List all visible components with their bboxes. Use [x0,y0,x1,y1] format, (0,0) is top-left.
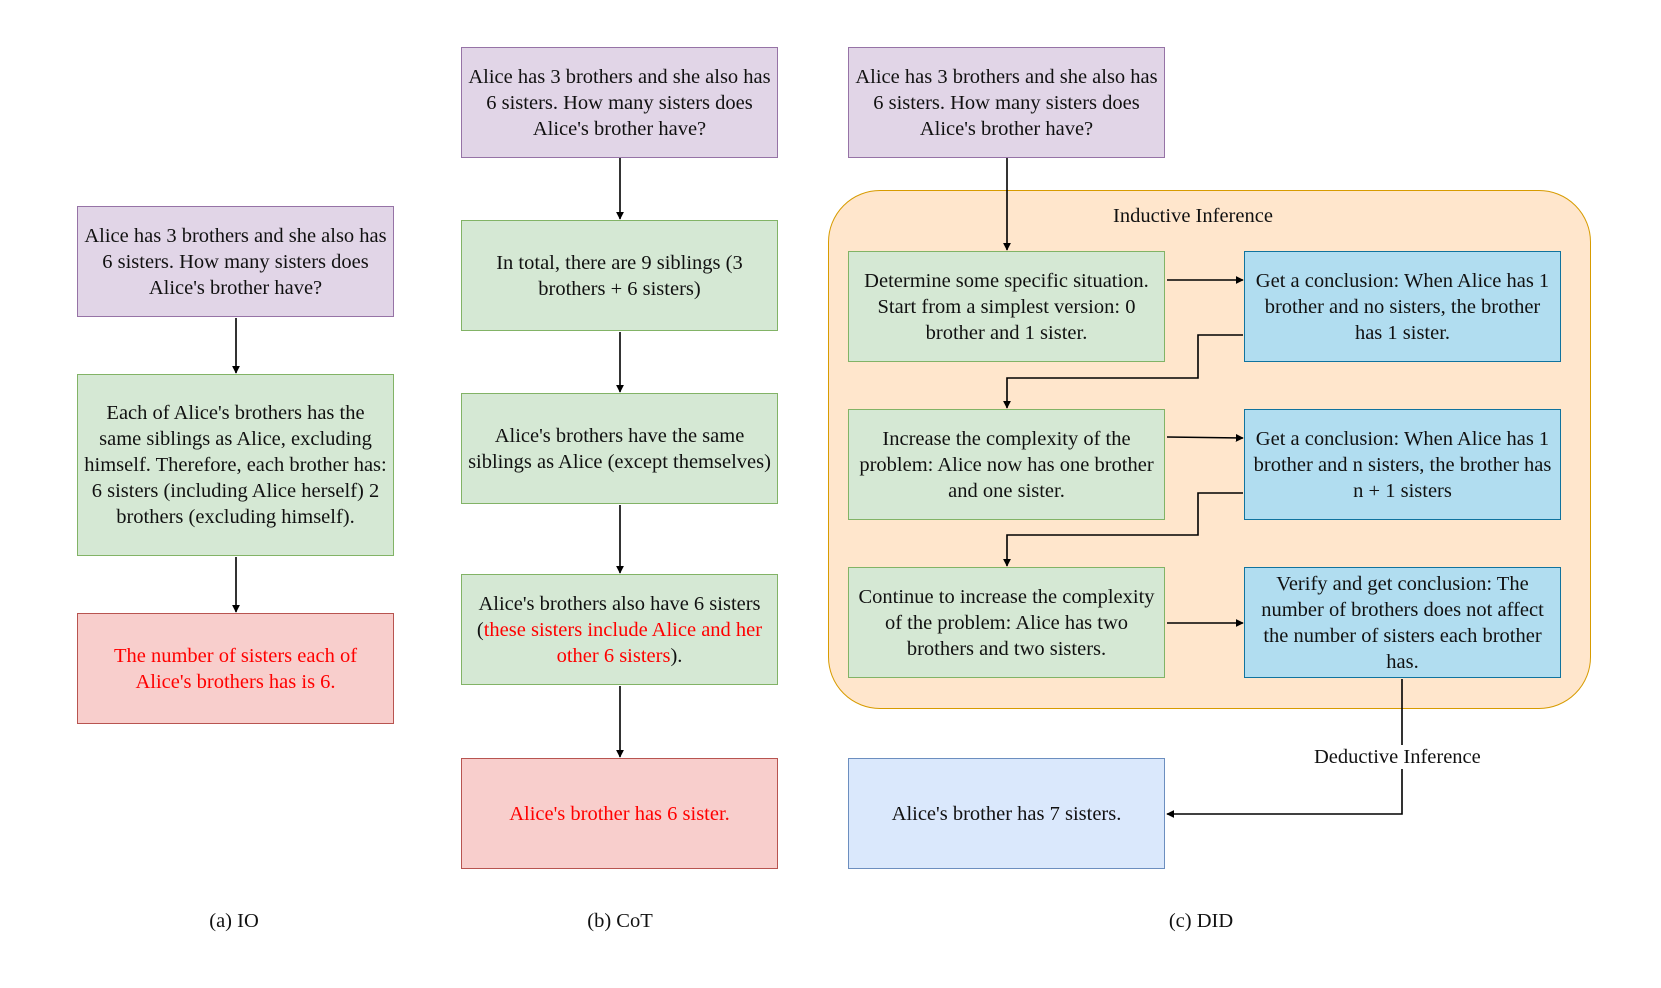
cot-step3-pre: Alice's brothers also have 6 sisters ( [476,592,761,641]
cot-step3-post: ). [670,644,683,667]
io-reasoning-box: Each of Alice's brothers has the same si… [77,374,394,556]
did-arrow-concl1-step2 [1003,334,1243,409]
caption-io: (a) IO [209,910,259,932]
did-step1-box: Determine some specific situation. Start… [848,251,1165,362]
did-step2-box: Increase the complexity of the problem: … [848,409,1165,520]
did-step3-box: Continue to increase the complexity of t… [848,567,1165,678]
did-conclusion2-text: Get a conclusion: When Alice has 1 broth… [1253,427,1552,502]
did-question-text: Alice has 3 brothers and she also has 6 … [855,65,1158,140]
inductive-inference-label: Inductive Inference [1113,205,1273,227]
did-arrow-concl2-step3 [1003,492,1243,567]
did-step3-text: Continue to increase the complexity of t… [858,585,1155,660]
did-conclusion3-text: Verify and get conclusion: The number of… [1261,572,1544,673]
deductive-inference-label: Deductive Inference [1313,745,1482,769]
caption-cot: (b) CoT [587,910,653,932]
cot-step1-box: In total, there are 9 siblings (3 brothe… [461,220,778,331]
cot-step1-text: In total, there are 9 siblings (3 brothe… [496,251,743,300]
cot-step3-text: Alice's brothers also have 6 sisters (th… [468,591,771,669]
cot-answer-box: Alice's brother has 6 sister. [461,758,778,869]
did-step2-text: Increase the complexity of the problem: … [859,427,1154,502]
caption-did: (c) DID [1168,910,1234,932]
did-answer-text: Alice's brother has 7 sisters. [891,802,1122,825]
io-question-box: Alice has 3 brothers and she also has 6 … [77,206,394,317]
cot-step2-text: Alice's brothers have the same siblings … [468,424,771,473]
cot-step2-box: Alice's brothers have the same siblings … [461,393,778,504]
did-conclusion1-box: Get a conclusion: When Alice has 1 broth… [1244,251,1561,362]
did-conclusion3-box: Verify and get conclusion: The number of… [1244,567,1561,678]
did-conclusion1-text: Get a conclusion: When Alice has 1 broth… [1255,269,1550,344]
cot-question-text: Alice has 3 brothers and she also has 6 … [468,65,771,140]
cot-step3-highlight: these sisters include Alice and her othe… [483,618,763,667]
did-conclusion2-box: Get a conclusion: When Alice has 1 broth… [1244,409,1561,520]
cot-answer-text: Alice's brother has 6 sister. [509,802,730,825]
cot-step3-box: Alice's brothers also have 6 sisters (th… [461,574,778,685]
io-answer-text: The number of sisters each of Alice's br… [113,644,358,693]
io-reasoning-text: Each of Alice's brothers has the same si… [84,402,387,528]
cot-question-box: Alice has 3 brothers and she also has 6 … [461,47,778,158]
did-question-box: Alice has 3 brothers and she also has 6 … [848,47,1165,158]
did-arrow-step2-concl2 [1166,433,1244,442]
did-arrow-deductive [1166,679,1403,818]
did-answer-box: Alice's brother has 7 sisters. [848,758,1165,869]
io-question-text: Alice has 3 brothers and she also has 6 … [84,224,387,299]
io-answer-box: The number of sisters each of Alice's br… [77,613,394,724]
did-step1-text: Determine some specific situation. Start… [864,269,1149,344]
